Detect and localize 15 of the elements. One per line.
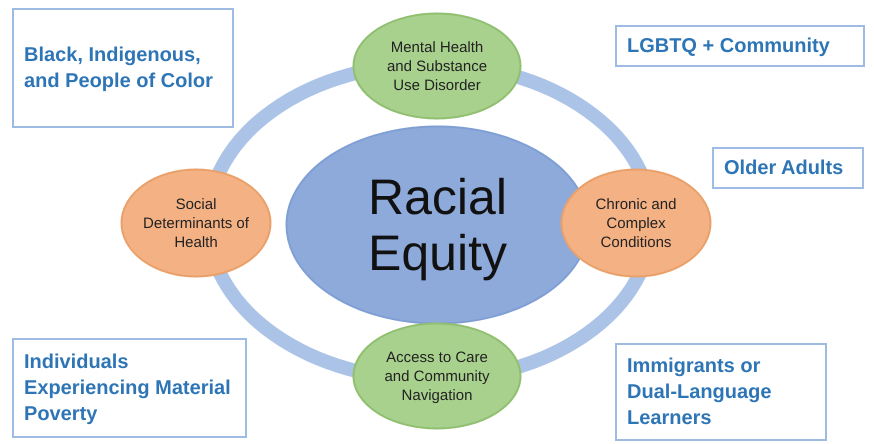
topic-label: Mental Health and Substance Use Disorder — [386, 38, 488, 94]
group-box — [615, 25, 865, 67]
topic-label: Social Determinants of Health — [142, 194, 250, 252]
group-label: Immigrants or Dual-Language Learners — [627, 354, 772, 431]
group-box — [12, 8, 234, 128]
topic-label: Access to Care and Community Navigation — [383, 348, 491, 404]
group-box — [712, 147, 864, 189]
group-label: Black, Indigenous, and People of Color — [24, 43, 214, 94]
group-label: LGBTQ + Community — [627, 34, 830, 59]
topic-label: Chronic and Complex Conditions — [594, 194, 678, 252]
group-label: Individuals Experiencing Material Poverty — [24, 350, 232, 427]
group-label: Older Adults — [724, 156, 844, 181]
group-box — [615, 343, 827, 441]
center-title: Racial Equity — [367, 169, 508, 281]
group-box — [12, 338, 247, 438]
